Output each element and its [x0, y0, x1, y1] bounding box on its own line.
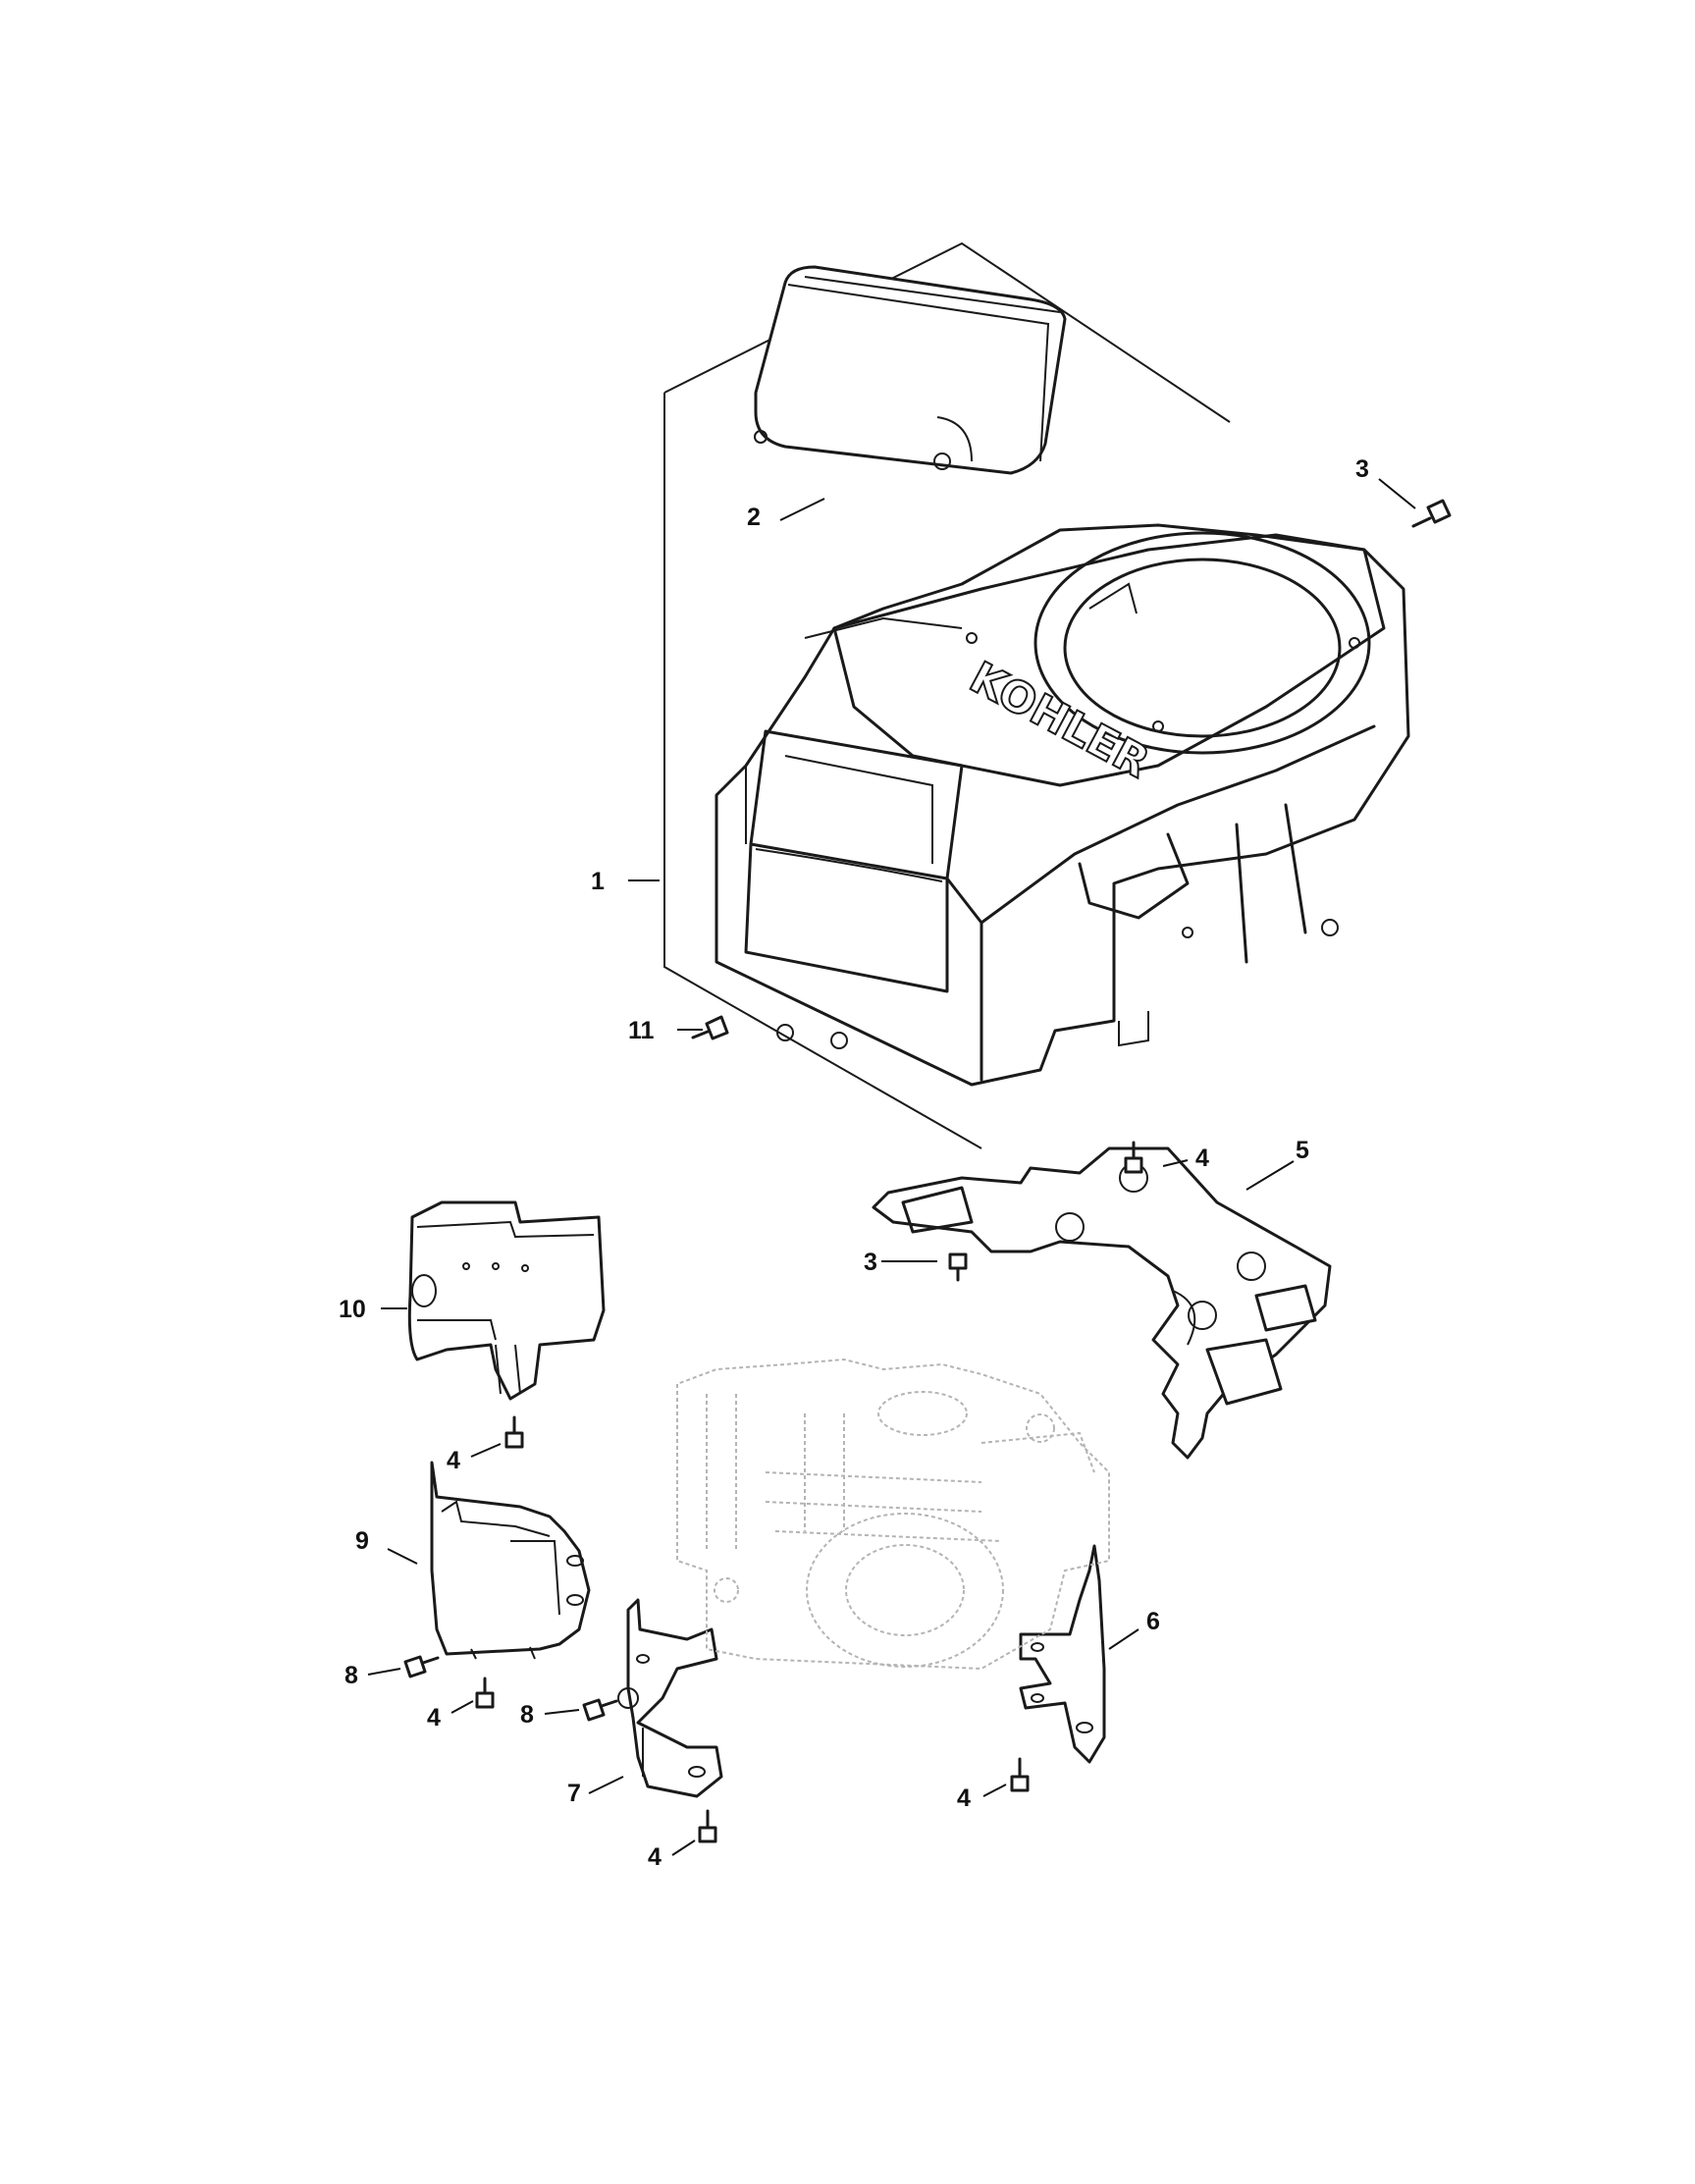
callout-7: 7 [567, 1780, 581, 1807]
callout-2: 2 [747, 504, 761, 531]
callout-labels: 1 2 3 3 4 4 4 4 4 5 6 7 8 8 9 10 11 [339, 455, 1369, 1871]
callout-11: 11 [628, 1017, 655, 1044]
leader-lines [367, 478, 1416, 1856]
screw-part-11[interactable] [691, 1015, 729, 1040]
callout-4-b: 4 [447, 1447, 460, 1474]
assembly-bracket-outline [663, 241, 1231, 1149]
callout-1: 1 [591, 868, 605, 895]
callout-4-c: 4 [427, 1704, 441, 1731]
cylinder-shroud-part-10[interactable] [407, 1200, 606, 1401]
screw-part-4-d[interactable] [698, 1809, 717, 1843]
callout-9: 9 [355, 1527, 369, 1555]
screw-part-4-b[interactable] [504, 1415, 524, 1449]
callout-4-d: 4 [648, 1843, 662, 1871]
callout-3-lower: 3 [864, 1249, 877, 1276]
callout-5: 5 [1296, 1137, 1309, 1164]
screw-part-8-a[interactable] [403, 1655, 440, 1678]
baffle-part-5[interactable] [872, 1146, 1332, 1460]
screw-part-3-lower[interactable] [948, 1252, 968, 1282]
screw-part-4-a[interactable] [1124, 1141, 1143, 1174]
bracket-part-6[interactable] [1019, 1544, 1106, 1764]
callout-4-e: 4 [957, 1784, 971, 1812]
callout-6: 6 [1146, 1608, 1160, 1635]
callout-8-b: 8 [520, 1701, 534, 1729]
cylinder-shroud-part-9[interactable] [430, 1461, 591, 1660]
engine-block-reference [676, 1358, 1110, 1671]
screw-part-4-e[interactable] [1010, 1757, 1030, 1792]
callout-8-a: 8 [344, 1662, 358, 1689]
air-intake-cover-part-2[interactable] [754, 265, 1067, 475]
callout-4-a: 4 [1195, 1145, 1209, 1172]
callout-3-top: 3 [1355, 455, 1369, 483]
callout-10: 10 [339, 1296, 366, 1323]
screw-part-3-top[interactable] [1411, 499, 1452, 528]
blower-housing-part-1[interactable]: KOHLER [715, 523, 1410, 1087]
screw-part-4-c[interactable] [475, 1677, 495, 1709]
screw-part-8-b[interactable] [582, 1698, 618, 1722]
bracket-part-7[interactable] [617, 1598, 723, 1798]
